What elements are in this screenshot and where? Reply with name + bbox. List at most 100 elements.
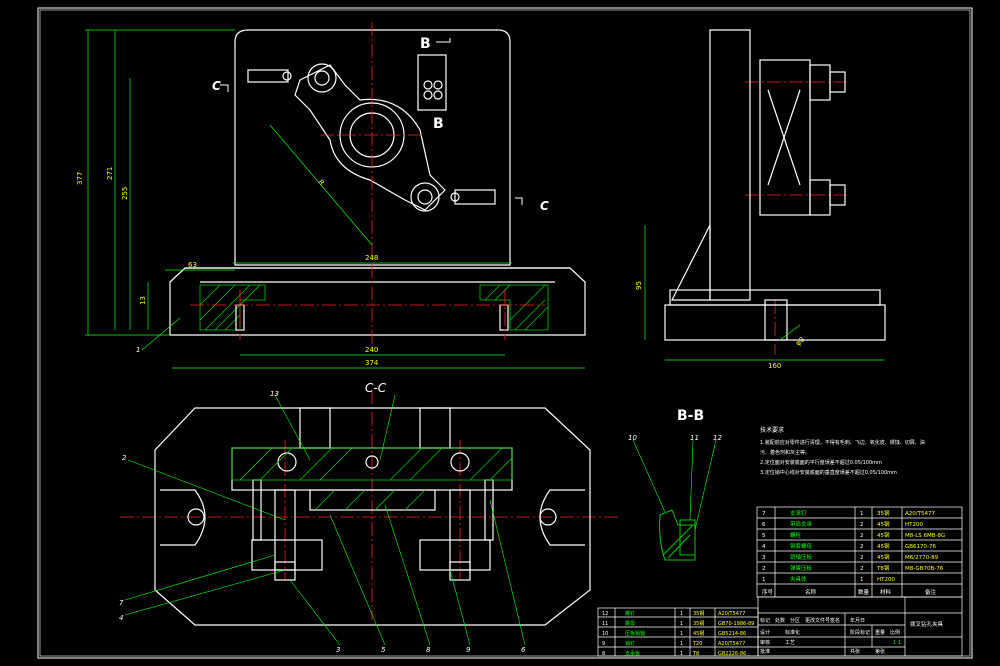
title-block: [757, 596, 963, 657]
bom-lower-qty: 1: [680, 651, 683, 657]
callout-6: 6: [521, 646, 526, 654]
callout-9: 9: [466, 646, 471, 654]
marker-b-top: B: [420, 36, 431, 52]
callout-13: 13: [270, 390, 279, 398]
bom-upper-name: 支承钉: [790, 509, 807, 517]
title-block-cell: 审核: [760, 639, 770, 646]
title-block-cell: 标记: [760, 617, 770, 624]
bom-upper-standard: M8-LS 6MB-8G: [905, 533, 945, 539]
bom-upper-qty: 1: [860, 511, 864, 517]
bom-lower-name: 销钉: [625, 640, 635, 647]
dim-13: 13: [139, 296, 147, 305]
title-block-cell: 标准化: [785, 629, 800, 636]
title-block-cell: 共张: [850, 648, 860, 655]
bom-upper-material: 45钢: [877, 553, 890, 561]
section-cc-view: [154, 407, 591, 626]
bom-lower-no: 11: [602, 621, 608, 627]
section-bb-label: B-B: [677, 408, 704, 424]
title-block-cell: 1:1: [893, 640, 901, 646]
callout-3: 3: [336, 646, 340, 654]
callout-7: 7: [119, 599, 124, 607]
bom-upper-no: 2: [762, 566, 766, 572]
bom-lower-material: 45钢: [693, 630, 704, 637]
bom-upper-name: 弹簧压板: [790, 564, 813, 572]
bom-upper-no: 3: [762, 555, 766, 561]
bom-lower-standard: A20/T5477: [718, 641, 745, 647]
bom-upper-no: 6: [762, 522, 766, 528]
leader-lines: [124, 317, 526, 646]
bom-upper-name: 钢套螺母: [790, 542, 813, 550]
title-block-cell: 处数: [775, 617, 785, 624]
title-block-cell: 批准: [760, 648, 770, 655]
bom-upper-no: 4: [762, 544, 766, 550]
bom-lower-material: 35钢: [693, 620, 704, 627]
bom-upper-header: 材料: [880, 588, 892, 596]
front-dimensions: [85, 29, 585, 369]
technical-notes: 技术要求 1.装配前应对零件进行清理，不得有毛刺、飞边、氧化皮、锈蚀、切屑、油 …: [760, 426, 925, 476]
bom-upper-qty: 2: [860, 533, 864, 539]
bom-upper-material: 45钢: [877, 531, 890, 539]
bom-upper-standard: M8-GB70B-76: [905, 566, 944, 572]
bom-lower-material: T20: [692, 641, 702, 647]
bom-upper-qty: 2: [860, 522, 864, 528]
bom-upper-material: 45钢: [877, 542, 890, 550]
side-view: [664, 29, 886, 341]
bom-upper-standard: HT200: [905, 522, 923, 528]
title-block-cell: 签名: [830, 617, 840, 624]
title-block-cell: 阶段标记: [850, 629, 870, 636]
note-line-4: 3.定位销中心线对安装底面的垂直度误差不超过0.05/100mm: [760, 469, 897, 476]
dim-255: 255: [121, 187, 129, 200]
bom-upper-no: 1: [762, 577, 766, 583]
bom-upper-standard: M6/2770-89: [905, 555, 939, 561]
bom-lower-material: T8: [692, 651, 699, 657]
bom-lower-name: 支承板: [625, 650, 640, 657]
callout-11: 11: [690, 434, 699, 442]
bom-upper-header: 名称: [805, 588, 817, 596]
bom-lower-qty: 1: [680, 641, 683, 647]
bom-upper-standard: GB6170-76: [905, 544, 937, 550]
bom-upper-standard: A20/T5477: [905, 511, 935, 517]
title-block-cell: 比例: [890, 629, 900, 636]
bom-upper-header: 备注: [925, 588, 937, 596]
title-block-cell: 重量: [875, 629, 885, 636]
title-block-cell: 第张: [875, 648, 885, 655]
callout-4: 4: [119, 614, 123, 622]
outer-frame: [37, 7, 973, 659]
callout-8: 8: [426, 646, 431, 654]
note-line-3: 2.定位面对安装底面的平行度误差不超过0.05/100mm: [760, 459, 882, 466]
bom-lower-material: 35钢: [693, 610, 704, 617]
title-block-cell: 分区: [790, 617, 800, 624]
callout-10: 10: [628, 434, 637, 442]
bom-lower-standard: GB2226-86: [718, 651, 746, 657]
section-cc-hatch: [231, 447, 513, 511]
bom-upper-name: 带肩支承: [790, 520, 813, 528]
bom-lower-no: 10: [602, 631, 608, 637]
section-bb-view: [659, 509, 696, 561]
center-lines: [120, 22, 850, 620]
bom-lower-no: 12: [602, 611, 608, 617]
title-block-cell: 年月日: [850, 617, 865, 624]
section-cc-label: C-C: [365, 381, 387, 395]
bom-lower-standard: GB70-1986-89: [718, 621, 754, 627]
marker-c-left: C: [212, 79, 221, 93]
title-block-cell: 工艺: [785, 640, 795, 646]
title-block-cell: 设计: [760, 629, 770, 636]
bom-upper-name: 销轴压板: [790, 553, 813, 561]
bom-upper-material: 45钢: [877, 520, 890, 528]
dim-271: 271: [106, 167, 114, 180]
note-line-1: 1.装配前应对零件进行清理，不得有毛刺、飞边、氧化皮、锈蚀、切屑、油: [760, 439, 925, 446]
bom-upper-no: 7: [762, 511, 766, 517]
callout-12: 12: [713, 434, 722, 442]
callout-5: 5: [381, 646, 386, 654]
bom-upper-name: 螺栓: [790, 531, 802, 539]
callout-2: 2: [122, 454, 127, 462]
title-block-cell: 更改文件号: [805, 617, 830, 624]
bom-lower-name: 螺钉: [625, 610, 635, 617]
bom-upper-qty: 2: [860, 555, 864, 561]
bom-upper-no: 5: [762, 533, 766, 539]
inner-frame: [39, 9, 971, 657]
bom-lower-standard: GB5214-86: [718, 631, 746, 637]
bom-lower-no: 9: [602, 641, 605, 647]
bom-lower-name: 螺母: [625, 620, 635, 627]
